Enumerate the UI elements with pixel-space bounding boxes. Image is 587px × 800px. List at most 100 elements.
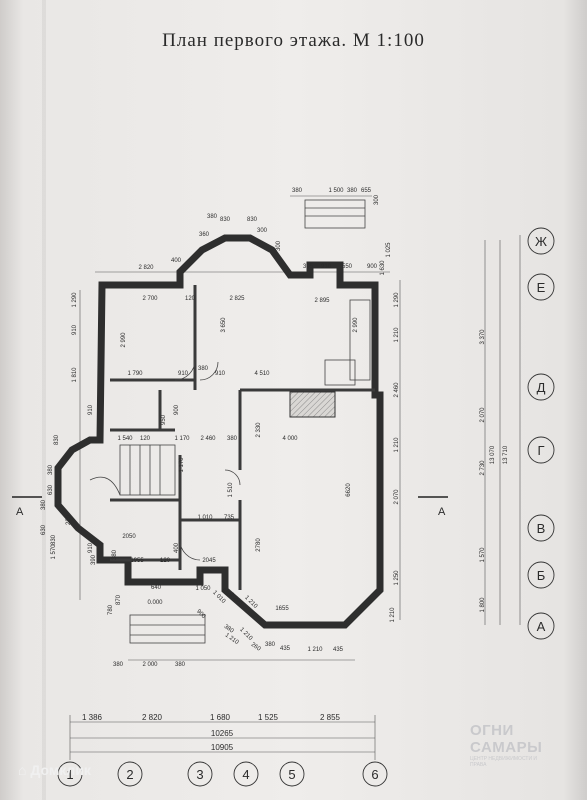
room-dimension: 2 330 [256,422,262,438]
axis-number-marker-circle [362,761,388,787]
left-dimension: 910 [88,404,94,415]
room-dimension: 2 990 [353,317,359,333]
right-dimension: 2 460 [394,382,400,398]
top-dimension: 655 [361,188,372,194]
bottom-plan-dimension: 380 [175,662,186,668]
bottom-plan-dimension: 1 210 [224,632,240,646]
overall-dimension: 10265 [211,729,234,738]
top-dimension: 300 [374,194,380,205]
right-dimension: 2 070 [394,489,400,505]
left-dimension: 380 [41,499,47,510]
axis-letter-marker-label: Е [537,280,546,295]
left-dimension: 1 290 [72,292,78,308]
room-dimension: 220 [66,514,72,525]
room-dimension: 2045 [202,558,216,564]
kitchen-counter [349,299,371,381]
kitchen-stove [324,359,356,386]
left-dimension: 830 [54,434,60,445]
axis-letter-marker-circle [527,514,555,542]
outer-walls [54,234,384,629]
room-dimension: 2 990 [121,332,127,348]
axis-number-marker-label: 2 [126,767,133,782]
axis-number-marker-circle [187,761,213,787]
room-dimension: 2 895 [314,298,330,304]
top-dimension: 1 630 [380,260,386,276]
bottom-plan-dimension: 380 [223,624,235,635]
room-dimension: 120 [160,558,171,564]
top-dimension: 910 [321,264,332,270]
room-dimension: 1 050 [195,586,211,592]
bottom-plan-dimension: 260 [250,642,262,653]
room-dimension: 2780 [256,538,262,552]
domclick-logo: ⌂ Домклик [18,762,91,778]
bottom-plan-dimension: 380 [113,662,124,668]
room-dimension: 380 [198,366,209,372]
room-dimension: 2 460 [200,436,216,442]
bottom-dimension: 1 525 [258,713,279,722]
room-dimension: 1 170 [174,436,190,442]
left-dimension: 1 810 [72,367,78,383]
axis-letter-marker-circle [527,227,555,255]
room-dimension: 640 [151,585,162,591]
room-dimension: 900 [174,404,180,415]
top-dimension: 380 [207,214,218,220]
axis-letter-marker-circle [527,273,555,301]
room-dimension: 1655 [275,606,289,612]
right-dimension: 1 210 [394,437,400,453]
top-dimension: 550 [342,264,353,270]
page-title: План первого этажа. М 1:100 [162,30,425,51]
fireplace [289,391,336,418]
left-dimension: 910 [88,542,94,553]
bottom-dimension: 1 680 [210,713,231,722]
axis-number-marker-circle [233,761,259,787]
axis-letter-marker-circle [527,561,555,589]
axis-letter-marker-label: В [537,521,546,536]
bottom-plan-dimension: 650 [220,588,232,600]
axis-number-marker-label: 6 [371,767,378,782]
left-dimension: 630 [41,524,47,535]
right-dimension: 13 070 [490,445,496,464]
axis-number-marker-label: 1 [66,767,73,782]
right-dimension: 1 570 [480,547,486,563]
axis-letter-marker-label: А [537,619,546,634]
room-dimension: 4 000 [282,436,298,442]
watermark-name: ОГНИ САМАРЫ [470,722,543,756]
bottom-plan-dimension: 1 210 [238,627,253,642]
right-dimension: 13 710 [503,445,509,464]
bottom-plan-dimension: 435 [280,646,291,652]
axis-number-marker-label: 4 [242,767,249,782]
bottom-plan-dimension: 900 [195,609,207,621]
room-dimension: 2 825 [229,296,245,302]
axis-number-marker-circle [117,761,143,787]
top-dimension: 360 [199,232,210,238]
room-dimension: 120 [185,296,196,302]
porch [129,199,366,644]
room-dimension: 1 790 [127,371,143,377]
room-dimension: 6620 [346,483,352,497]
top-dimension: 900 [367,264,378,270]
right-dimension: 1 210 [390,607,396,623]
room-dimension: 120 [140,436,151,442]
room-dimension: 1 010 [197,515,213,521]
room-dimension: 1 510 [228,482,234,498]
top-dimension: 830 [247,217,258,223]
right-dimension: 1 290 [394,292,400,308]
room-dimension: 380 [227,436,238,442]
right-dimension: 1 800 [480,597,486,613]
domclick-text: Домклик [30,762,91,778]
right-dimension: 2 070 [480,407,486,423]
axis-letter-marker-circle [527,373,555,401]
right-dimension: 2 730 [480,460,486,476]
top-dimension: 395 [303,264,314,270]
top-dimension: 300 [257,228,268,234]
top-dimension: 400 [171,258,182,264]
room-dimension: 0.000 [147,600,163,606]
dimension-lines [69,195,521,760]
left-dimension: 630 [48,484,54,495]
top-dimension: 1 025 [386,242,392,258]
